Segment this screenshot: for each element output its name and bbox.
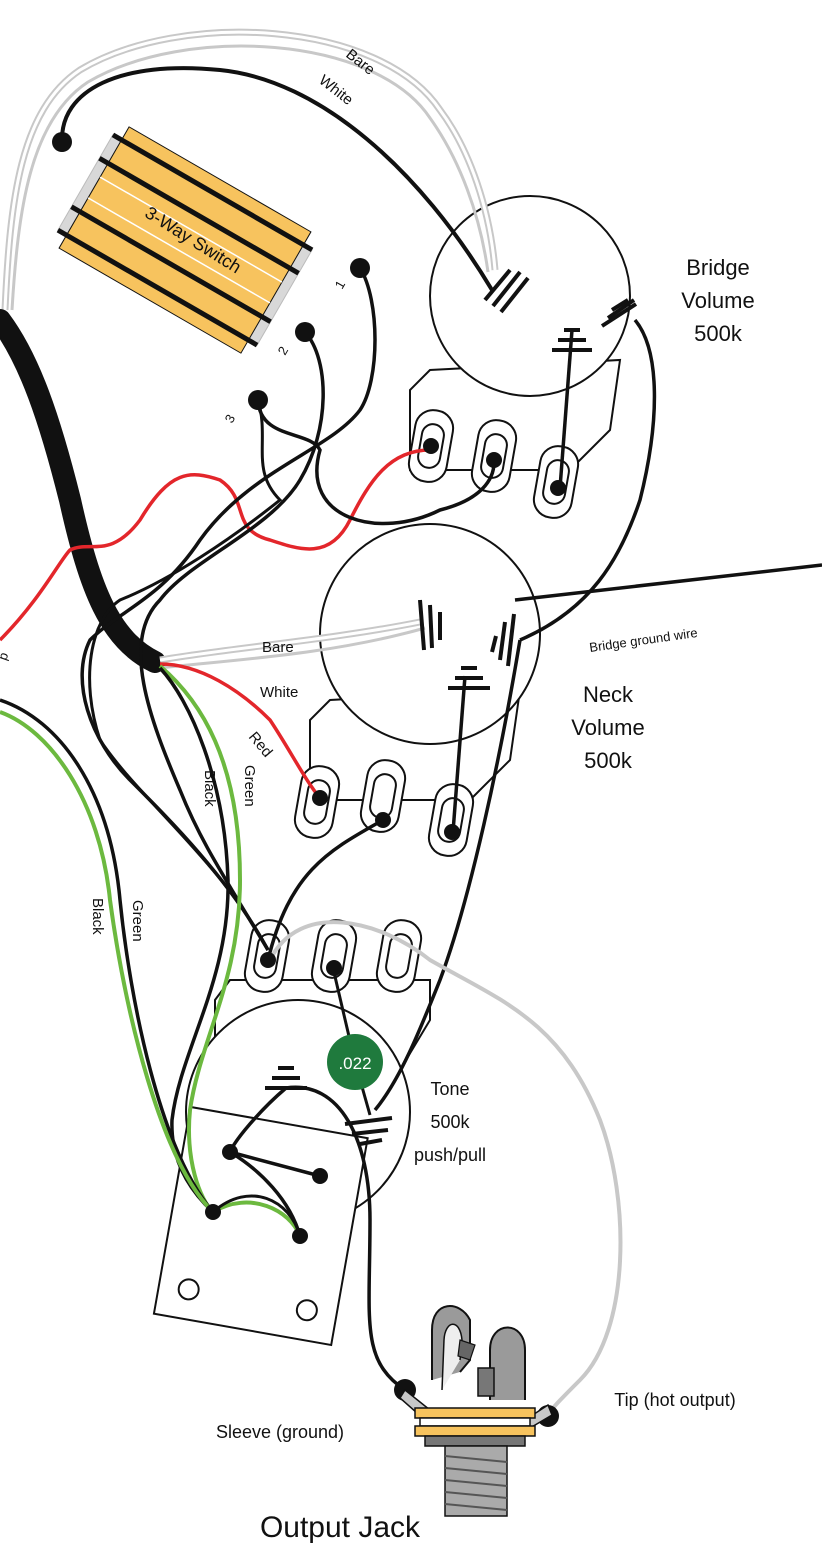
output-jack: [399, 1305, 553, 1517]
switch-lug-1: 1: [332, 278, 349, 292]
bridge-ground-wire: [514, 563, 822, 602]
white-label-mid: White: [260, 684, 298, 701]
push-pull-switch-plate: [152, 1105, 369, 1347]
neck-pot-label-3: 500k: [584, 748, 633, 773]
tone-pot-label-3: push/pull: [414, 1145, 486, 1165]
white-label-top: White: [316, 72, 357, 109]
red-wire-neck: [159, 662, 322, 800]
capacitor-value: .022: [338, 1054, 371, 1073]
black-label-b: Black: [89, 898, 106, 935]
bridge-ground-label: Bridge ground wire: [588, 625, 698, 655]
black-wire-b: [0, 698, 215, 1214]
red-wire-label: Red: [245, 729, 276, 761]
jack-sleeve-label: Sleeve (ground): [216, 1422, 344, 1442]
neck-pot-label-2: Volume: [571, 715, 644, 740]
red-wire-top: [0, 448, 431, 642]
output-jack-title: Output Jack: [260, 1511, 421, 1544]
tone-pot-label-1: Tone: [430, 1079, 469, 1099]
jack-tip-label: Tip (hot output): [614, 1390, 735, 1410]
green-wire-a: [158, 664, 243, 1214]
tone-pot-label-2: 500k: [430, 1112, 470, 1132]
tip-wire: [268, 920, 623, 1417]
switch-lug-3: 3: [222, 412, 239, 426]
tone-pot: [152, 919, 431, 1347]
bridge-pot-label-1: Bridge: [686, 255, 750, 280]
ground-symbols: [265, 268, 638, 1146]
left-edge-label: d: [0, 651, 13, 663]
green-label-b: Green: [129, 900, 146, 942]
bare-label-mid: Bare: [262, 639, 294, 656]
black-label-a: Black: [201, 770, 218, 807]
bridge-pot-label-3: 500k: [694, 321, 743, 346]
bridge-pot-label-2: Volume: [681, 288, 754, 313]
green-label-a: Green: [241, 765, 258, 807]
neck-volume-pot: [293, 523, 541, 857]
three-way-switch: [56, 126, 314, 354]
switch-to-bridge-wire: [59, 66, 494, 292]
bare-wire-top: [10, 44, 490, 311]
switch-lug-2: 2: [275, 344, 292, 358]
tone-capacitor: .022: [327, 1034, 383, 1090]
neck-pot-label-1: Neck: [583, 682, 634, 707]
pickup-cable: [0, 309, 166, 673]
green-wire-b: [0, 710, 302, 1237]
bridge-volume-pot: [407, 195, 631, 519]
